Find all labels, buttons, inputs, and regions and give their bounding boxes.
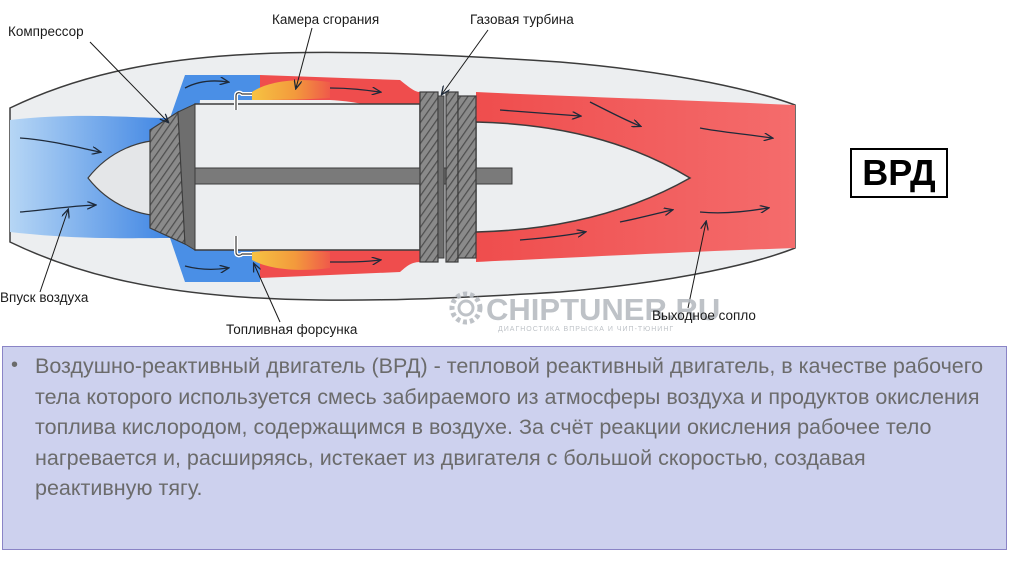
label-compressor: Компрессор <box>8 24 84 39</box>
watermark-tagline: ДИАГНОСТИКА ВПРЫСКА И ЧИП-ТЮНИНГ <box>498 326 674 333</box>
label-gas-turbine: Газовая турбина <box>470 12 574 27</box>
compressor-blades <box>150 104 195 250</box>
description-box: • Воздушно-реактивный двигатель (ВРД) - … <box>2 346 1007 550</box>
label-fuel-injector: Топливная форсунка <box>226 322 358 337</box>
bullet-marker: • <box>11 354 18 377</box>
turbine-blades <box>420 92 476 262</box>
label-combustion-chamber: Камера сгорания <box>272 12 379 27</box>
slide-title: ВРД <box>850 148 948 198</box>
description-text: Воздушно-реактивный двигатель (ВРД) - те… <box>35 351 986 504</box>
label-exhaust-nozzle: Выходное сопло <box>652 308 756 323</box>
label-air-intake: Впуск воздуха <box>0 290 89 305</box>
